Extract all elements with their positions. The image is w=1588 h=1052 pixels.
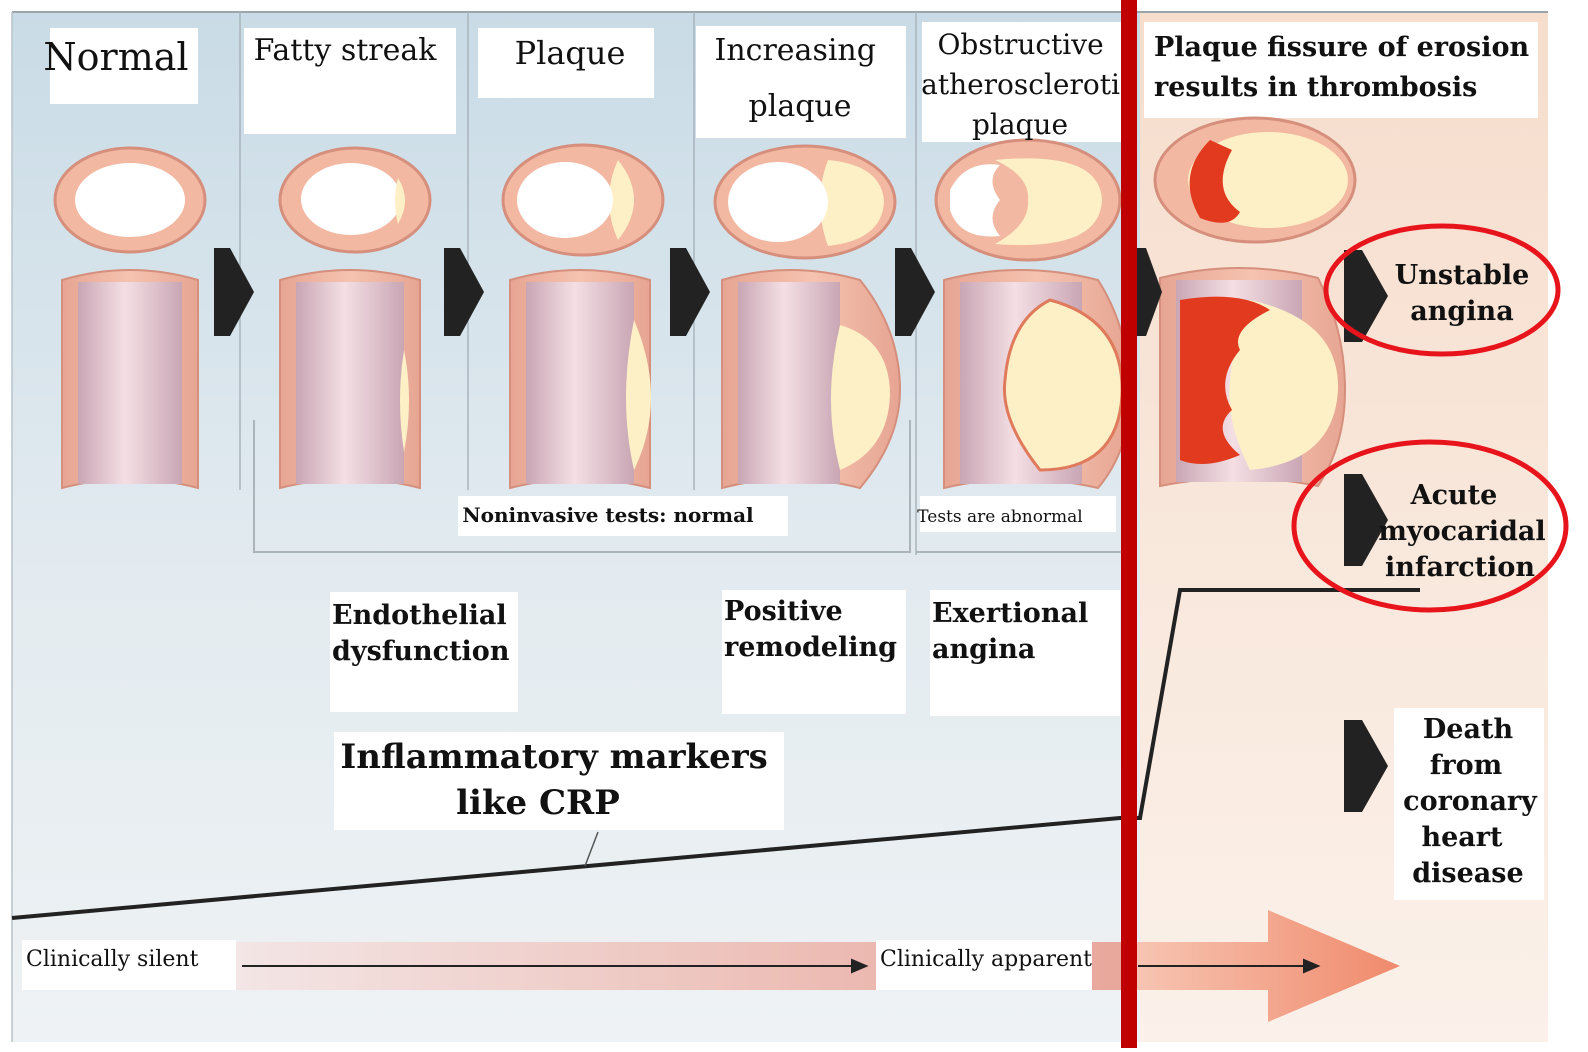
abnormal-tests-label: Tests are abnormal: [917, 507, 1083, 527]
stage-label-plaque: Plaque: [515, 34, 626, 72]
clinically-apparent-label: Clinically apparent: [880, 947, 1092, 972]
stage-label-fatty-streak: Fatty streak: [254, 33, 438, 68]
cross-section-normal: [55, 148, 205, 252]
vessel-normal: [62, 270, 198, 488]
vessel-plaque: [510, 270, 651, 488]
cross-section-plaque: [503, 145, 663, 255]
cross-section-obstructive: [936, 140, 1120, 260]
vessel-thrombosis: [1160, 268, 1345, 486]
cross-section-thrombosis: [1155, 118, 1355, 242]
clinically-silent-label: Clinically silent: [26, 947, 199, 972]
cross-section-increasing-plaque: [715, 146, 895, 258]
vessel-obstructive: [944, 270, 1130, 488]
vessel-fatty-streak: [280, 270, 420, 488]
stage-divider: [1121, 0, 1137, 1048]
cross-section-fatty-streak: [280, 148, 430, 252]
noninvasive-tests-label: Noninvasive tests: normal: [462, 503, 754, 527]
vessel-increasing-plaque: [722, 270, 900, 488]
stage-label-normal: Normal: [43, 35, 188, 79]
